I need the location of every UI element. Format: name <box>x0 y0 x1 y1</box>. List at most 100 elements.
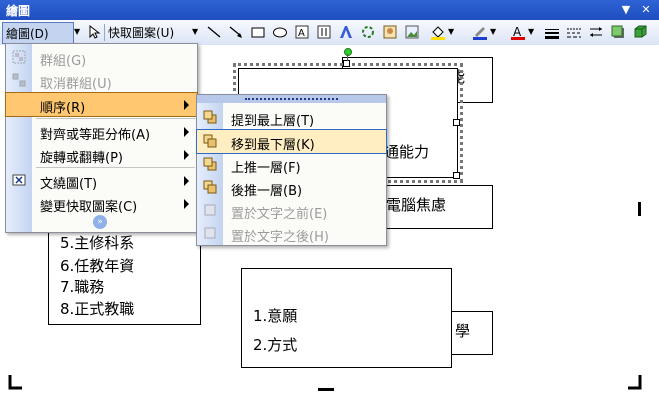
svg-text:A: A <box>513 25 522 39</box>
menu-item-send-to-back[interactable]: 移到最下層(K) <box>196 129 387 154</box>
submenu-arrow-icon <box>184 150 189 160</box>
menu-item-label: 變更快取圖案(C) <box>40 200 138 215</box>
order-submenu: 提到最上層(T) 移到最下層(K) 上推一層(F) 後推一層(B) 置於文字之前… <box>196 94 387 246</box>
resize-handle[interactable] <box>453 172 460 179</box>
bring-in-front-of-text-icon <box>204 204 216 216</box>
menu-item-bring-in-front-of-text[interactable]: 置於文字之前(E) <box>197 199 386 222</box>
dash-style-icon[interactable] <box>566 24 582 40</box>
expand-menu-chevron-icon[interactable]: » <box>93 215 107 229</box>
bring-forward-icon <box>203 157 217 171</box>
menu-item-align-distribute[interactable]: 對齊或等距分佈(A) <box>6 120 197 143</box>
3d-style-icon[interactable] <box>632 24 648 40</box>
arrow-style-icon[interactable] <box>588 24 604 40</box>
menu-item-label: 對齊或等距分佈(A) <box>40 128 151 143</box>
menu-item-label: 提到最上層(T) <box>231 114 315 129</box>
list-item: 8.正式教職 <box>60 300 135 318</box>
text-box-willingness[interactable] <box>241 268 452 368</box>
ungroup-icon <box>12 73 26 87</box>
menu-item-label: 置於文字之後(H) <box>231 230 329 245</box>
menu-item-change-autoshape[interactable]: 變更快取圖案(C) <box>6 192 197 215</box>
send-to-back-icon <box>203 134 217 148</box>
font-color-icon[interactable]: A <box>510 24 526 40</box>
menu-separator <box>36 167 195 168</box>
submenu-arrow-icon <box>184 199 189 209</box>
text-box-demographics[interactable] <box>48 215 201 325</box>
group-icon <box>12 50 26 64</box>
fill-color-dropdown-icon[interactable]: ▼ <box>448 27 455 36</box>
font-color-dropdown-icon[interactable]: ▼ <box>528 27 535 36</box>
text-wrap-icon <box>12 174 26 186</box>
menu-item-order[interactable]: 順序(R) <box>5 92 198 117</box>
select-objects-icon[interactable] <box>86 24 102 40</box>
draw-menu: 群組(G) 取消群組(U) 順序(R) 對齊或等距分佈(A) 旋轉或翻轉(P) … <box>5 43 198 233</box>
menu-item-send-backward[interactable]: 後推一層(B) <box>197 176 386 199</box>
canvas-resize-handle[interactable] <box>8 375 24 391</box>
submenu-drag-handle[interactable] <box>197 95 386 103</box>
draw-menu-label: 繪圖(D) <box>6 27 49 41</box>
canvas-resize-handle[interactable] <box>638 202 641 216</box>
menu-item-label: 移到最下層(K) <box>231 138 315 153</box>
resize-handle[interactable] <box>343 60 350 67</box>
send-behind-text-icon <box>204 227 216 239</box>
canvas-resize-handle[interactable] <box>318 388 334 391</box>
separator <box>104 24 105 41</box>
menu-item-label: 群組(G) <box>40 54 87 69</box>
submenu-arrow-icon <box>184 127 189 137</box>
resize-handle[interactable] <box>453 119 460 126</box>
line-color-dropdown-icon[interactable]: ▼ <box>490 27 497 36</box>
line-icon[interactable] <box>206 24 222 40</box>
window-title: 繪圖 <box>6 4 31 18</box>
oval-icon[interactable] <box>272 24 288 40</box>
draw-dropdown-arrow-icon[interactable]: ▼ <box>74 27 81 36</box>
menu-item-bring-forward[interactable]: 上推一層(F) <box>197 153 386 176</box>
box-text: 學 <box>455 322 471 340</box>
menu-item-text-wrapping[interactable]: 文繞圖(T) <box>6 169 197 192</box>
send-backward-icon <box>203 180 217 194</box>
menu-item-ungroup[interactable]: 取消群組(U) <box>6 69 197 92</box>
fill-color-icon[interactable] <box>430 24 446 40</box>
dropdown-icon[interactable]: ▼ <box>621 3 631 16</box>
submenu-arrow-icon <box>184 176 189 186</box>
menu-item-send-behind-text[interactable]: 置於文字之後(H) <box>197 222 386 245</box>
svg-text:A: A <box>298 28 305 39</box>
canvas-resize-handle[interactable] <box>628 375 644 391</box>
menu-item-bring-to-front[interactable]: 提到最上層(T) <box>197 106 386 129</box>
list-item: 5.主修科系 <box>60 234 135 252</box>
line-color-icon[interactable] <box>472 24 488 40</box>
menu-item-label: 文繞圖(T) <box>40 177 98 192</box>
wordart-icon[interactable] <box>338 24 354 40</box>
rectangle-icon[interactable] <box>250 24 266 40</box>
insert-picture-icon[interactable] <box>404 24 420 40</box>
menu-item-label: 取消群組(U) <box>40 77 112 92</box>
draw-menu-button[interactable]: 繪圖(D) <box>2 22 74 44</box>
menu-item-label: 置於文字之前(E) <box>231 207 328 222</box>
list-item: 7.職務 <box>60 278 105 296</box>
clip-art-icon[interactable] <box>382 24 398 40</box>
bring-to-front-icon <box>203 110 217 124</box>
autoshapes-menu-label[interactable]: 快取圖案(U) <box>108 26 175 40</box>
arrow-icon[interactable] <box>228 24 244 40</box>
menu-item-group[interactable]: 群組(G) <box>6 46 197 69</box>
menu-item-label: 順序(R) <box>40 101 86 116</box>
list-item: 2.方式 <box>253 336 298 354</box>
drawing-toolbar: 繪圖(D) ▼ 快取圖案(U) ▼ A ▼ ▼ A ▼ <box>0 20 659 46</box>
close-icon[interactable]: ✕ <box>641 3 651 16</box>
title-bar: 繪圖 ▼ ✕ <box>0 0 659 20</box>
menu-icon-strip <box>6 44 32 232</box>
box-text: 電腦焦慮 <box>386 196 447 214</box>
box-text: 通能力 <box>384 143 430 161</box>
rotate-handle[interactable] <box>344 48 352 56</box>
shadow-style-icon[interactable] <box>610 24 626 40</box>
line-style-icon[interactable] <box>544 24 560 40</box>
vertical-text-box-icon[interactable] <box>316 24 332 40</box>
menu-item-rotate-flip[interactable]: 旋轉或翻轉(P) <box>6 143 197 166</box>
menu-item-label: 後推一層(B) <box>231 184 303 199</box>
menu-item-label: 上推一層(F) <box>231 161 301 176</box>
text-box-icon[interactable]: A <box>294 24 310 40</box>
menu-item-label: 旋轉或翻轉(P) <box>40 151 123 166</box>
rotate-handle-stem <box>347 54 348 61</box>
list-item: 6.任教年資 <box>60 257 135 275</box>
autoshapes-dropdown-arrow-icon[interactable]: ▼ <box>192 27 199 36</box>
submenu-arrow-icon <box>184 100 189 110</box>
diagram-icon[interactable] <box>360 24 376 40</box>
